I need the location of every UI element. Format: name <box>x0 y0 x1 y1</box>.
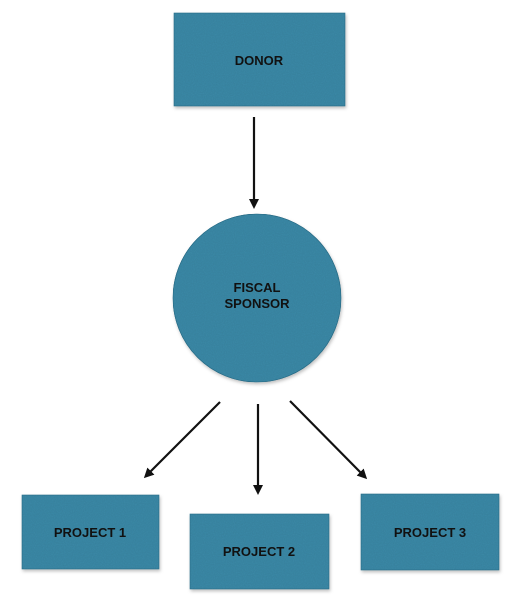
node-project1: PROJECT 1 <box>21 494 160 570</box>
edge-fiscal-sponsor-to-project3 <box>289 400 368 480</box>
node-project3: PROJECT 3 <box>360 493 500 571</box>
node-donor: DONOR <box>173 12 346 107</box>
node-fiscal-sponsor-texture <box>172 213 342 383</box>
edges <box>143 117 368 495</box>
node-project1-label: PROJECT 1 <box>54 525 126 540</box>
node-project3-texture <box>360 493 500 571</box>
node-project3-label: PROJECT 3 <box>394 525 466 540</box>
node-donor-label: DONOR <box>235 53 284 68</box>
node-fiscal-sponsor: FISCAL SPONSOR <box>172 213 342 383</box>
node-donor-texture <box>173 12 346 107</box>
node-fiscal-sponsor-label-line1: FISCAL <box>234 280 281 295</box>
node-fiscal-sponsor-label-line2: SPONSOR <box>224 296 290 311</box>
node-project2-label: PROJECT 2 <box>223 544 295 559</box>
node-project2-texture <box>189 513 330 590</box>
node-project1-texture <box>21 494 160 570</box>
edge-fiscal-sponsor-to-project1 <box>143 401 221 479</box>
node-project2: PROJECT 2 <box>189 513 330 590</box>
